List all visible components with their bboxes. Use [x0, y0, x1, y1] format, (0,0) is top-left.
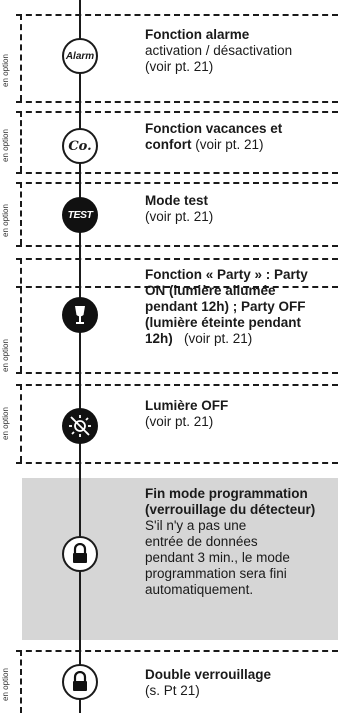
option-bracket: [20, 258, 22, 372]
option-label: en option: [0, 667, 10, 701]
co-icon: Co.: [62, 128, 98, 164]
section-body-line: automatiquement.: [145, 582, 254, 597]
section-body-line: S'il n'y a pas une: [145, 518, 247, 533]
double-lock-section: Double verrouillage (s. Pt 21): [145, 667, 338, 699]
flow-line: [79, 0, 81, 713]
alarm-section: Fonction alarme activation / désactivati…: [145, 27, 338, 75]
separator: [16, 14, 338, 16]
section-body-line: entrée de données: [145, 534, 258, 549]
test-icon: TEST: [62, 197, 98, 233]
section-title: Mode test: [145, 193, 209, 208]
section-title-line: ON (lumière allumée: [145, 283, 276, 298]
programming-end-section: Fin mode programmation (verrouillage du …: [145, 486, 338, 598]
glass-icon: [62, 297, 98, 333]
section-title-line: Fonction « Party » : Party: [145, 267, 308, 282]
section-title: Fonction vacances et: [145, 121, 283, 136]
vacation-section: Fonction vacances et confort (voir pt. 2…: [145, 121, 338, 153]
section-body: activation / désactivation: [145, 43, 293, 58]
option-label: en option: [0, 406, 10, 440]
separator: [16, 384, 338, 386]
section-ref: (voir pt. 21): [195, 137, 264, 152]
section-body-line: pendant 3 min., le mode: [145, 550, 290, 565]
section-title-line: (verrouillage du détecteur): [145, 502, 316, 517]
lock-icon: [62, 536, 98, 572]
section-title: Double verrouillage: [145, 667, 272, 682]
light-off-section: Lumière OFF (voir pt. 21): [145, 398, 338, 430]
option-label: en option: [0, 53, 10, 87]
separator: [16, 462, 338, 464]
section-ref: (voir pt. 21): [145, 414, 214, 429]
option-label: en option: [0, 203, 10, 237]
separator: [16, 101, 338, 103]
option-bracket: [20, 182, 22, 245]
option-bracket: [20, 111, 22, 172]
separator: [16, 245, 338, 247]
lock-icon: [62, 664, 98, 700]
separator: [16, 258, 338, 260]
section-title-line: pendant 12h) ; Party OFF: [145, 299, 306, 314]
section-title-cont: confort: [145, 137, 192, 152]
option-bracket: [20, 384, 22, 462]
section-title-line: Fin mode programmation: [145, 486, 308, 501]
test-section: Mode test (voir pt. 21): [145, 193, 338, 225]
section-ref: (voir pt. 21): [145, 209, 214, 224]
option-bracket: [20, 650, 22, 713]
section-ref: (voir pt. 21): [145, 59, 214, 74]
separator: [16, 111, 338, 113]
section-body-line: programmation sera fini: [145, 566, 287, 581]
section-title-line: (lumière éteinte pendant: [145, 315, 302, 330]
section-ref: (s. Pt 21): [145, 683, 200, 698]
separator: [16, 372, 338, 374]
party-section: Fonction « Party » : Party ON (lumière a…: [145, 267, 338, 347]
section-title-line: 12h): [145, 331, 173, 346]
separator: [16, 286, 338, 288]
option-bracket: [20, 14, 22, 101]
option-label: en option: [0, 128, 10, 162]
separator: [16, 650, 338, 652]
separator: [16, 182, 338, 184]
section-title: Lumière OFF: [145, 398, 229, 413]
light-off-icon: [62, 408, 98, 444]
section-title: Fonction alarme: [145, 27, 250, 42]
separator: [16, 172, 338, 174]
section-ref: (voir pt. 21): [184, 331, 253, 346]
option-label: en option: [0, 338, 10, 372]
alarm-icon: Alarm: [62, 38, 98, 74]
